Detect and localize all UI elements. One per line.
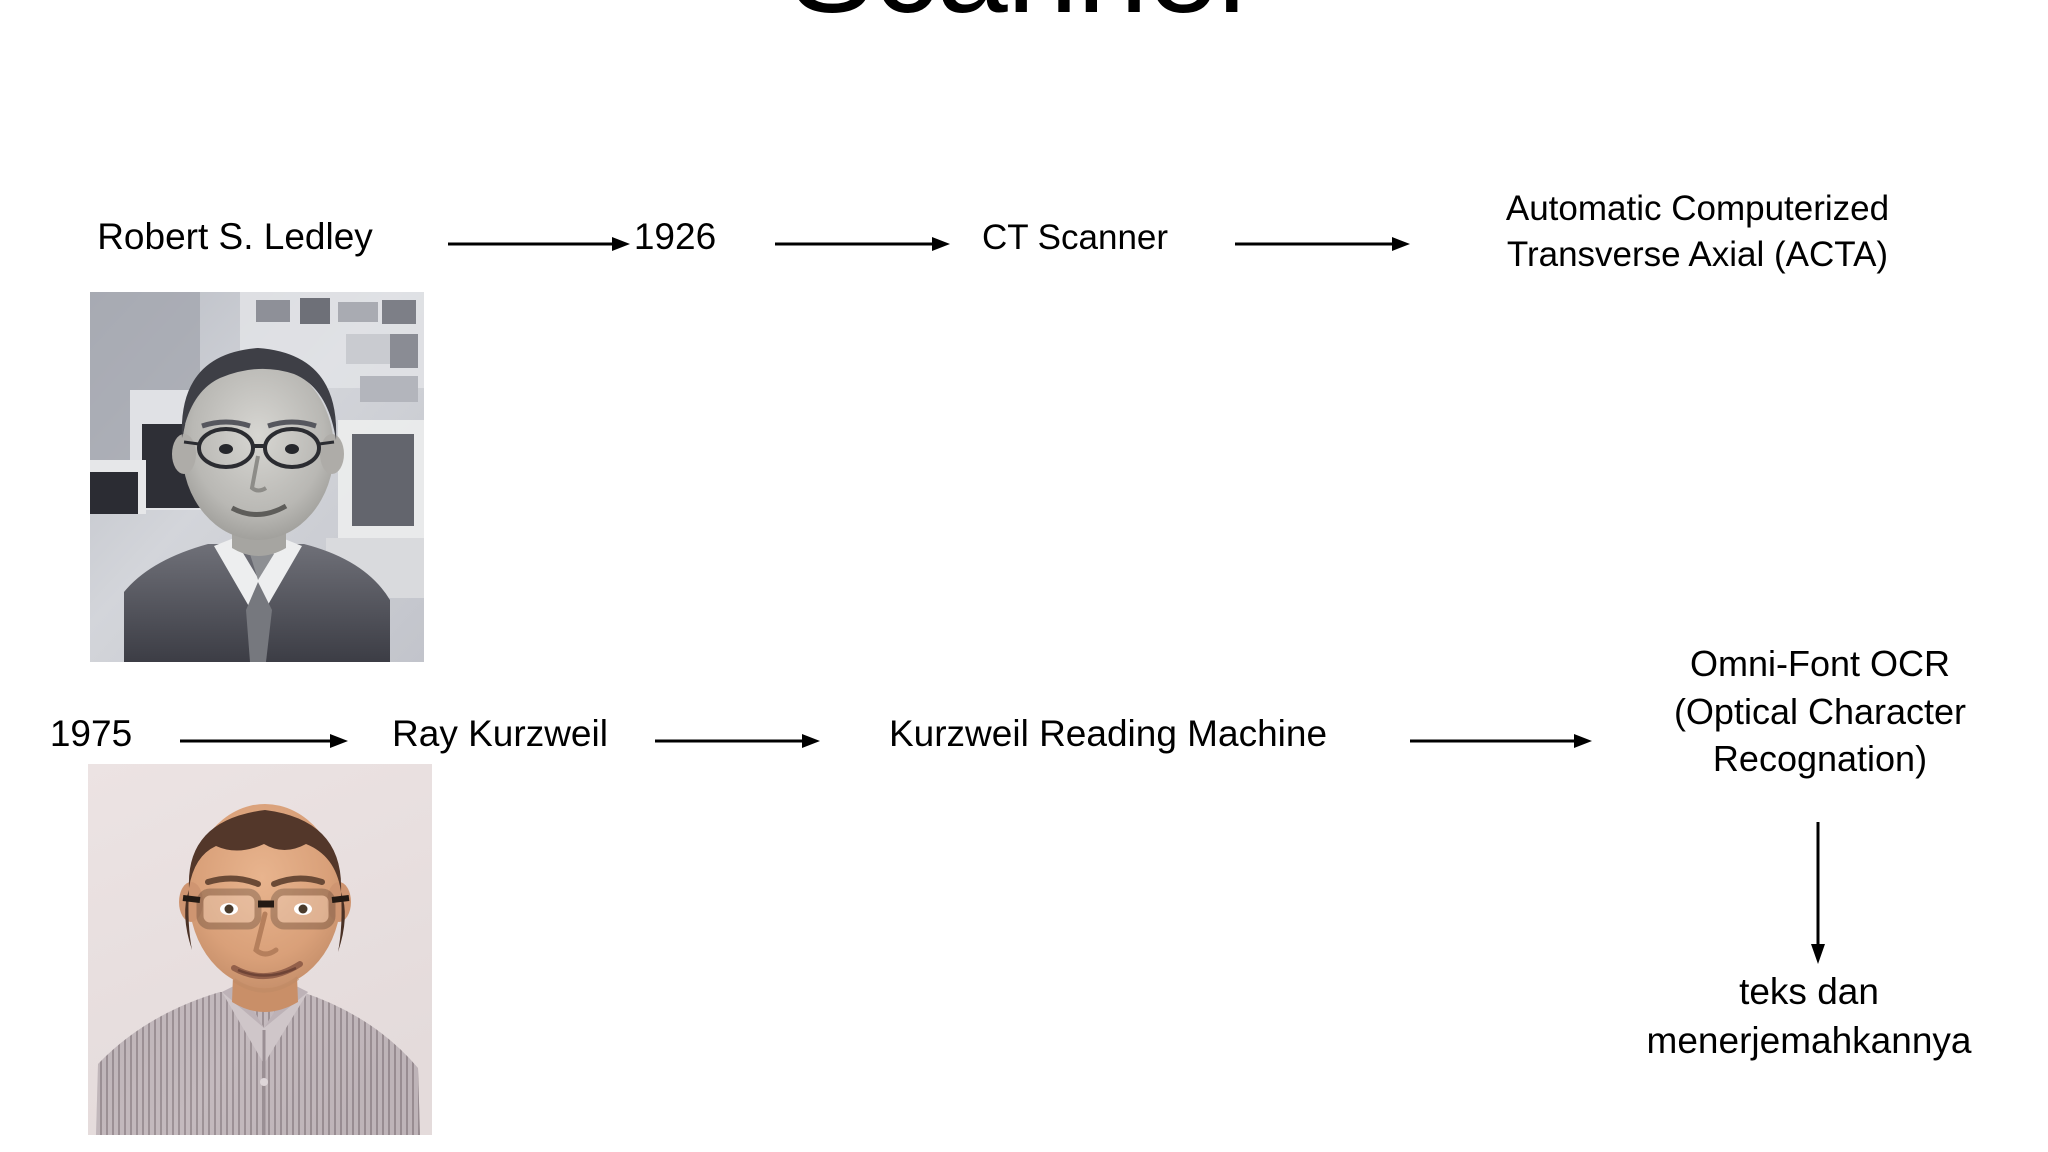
node-robert-s-ledley: Robert S. Ledley bbox=[97, 216, 373, 257]
node-year-1975: 1975 bbox=[49, 713, 133, 754]
photo-robert-ledley bbox=[90, 292, 424, 662]
arrow-1975-to-kurzweil bbox=[180, 729, 348, 753]
node-acta: Automatic Computerized Transverse Axial … bbox=[1505, 189, 1890, 274]
arrow-kurzweil-to-reading-machine bbox=[655, 729, 820, 753]
arrow-ocr-to-outcome bbox=[1806, 822, 1830, 964]
arrow-reading-machine-to-ocr bbox=[1410, 729, 1592, 753]
arrow-ct-scanner-to-acta bbox=[1235, 232, 1410, 256]
photo-ray-kurzweil bbox=[88, 764, 432, 1135]
page-title: Scanner bbox=[0, 0, 2048, 35]
node-year-1926: 1926 bbox=[633, 216, 717, 257]
arrow-1926-to-ct-scanner bbox=[775, 232, 950, 256]
node-kurzweil-reading-machine: Kurzweil Reading Machine bbox=[888, 713, 1328, 754]
node-ray-kurzweil: Ray Kurzweil bbox=[392, 713, 608, 754]
arrow-ledley-to-1926 bbox=[448, 232, 630, 256]
node-outcome-teks-dan-menerjemahkannya: teks dan menerjemahkannya bbox=[1646, 971, 1972, 1061]
node-ct-scanner: CT Scanner bbox=[981, 218, 1169, 257]
node-omni-font-ocr: Omni-Font OCR (Optical Character Recogna… bbox=[1673, 643, 1967, 780]
